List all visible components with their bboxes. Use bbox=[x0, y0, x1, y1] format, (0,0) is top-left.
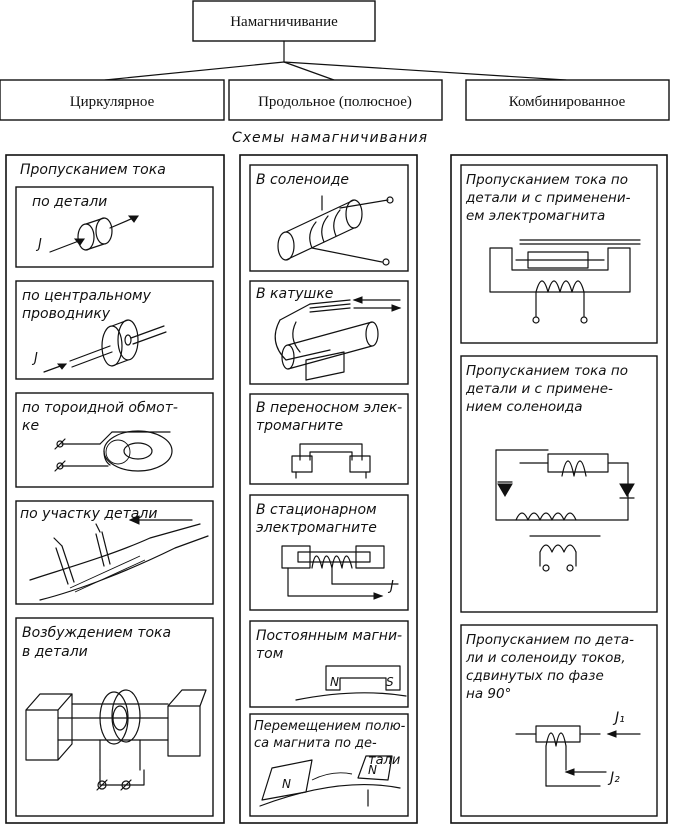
core-with-ring-icon bbox=[25, 689, 207, 791]
column-circular bbox=[5, 154, 225, 824]
svg-text:Перемещением полю-: Перемещением полю- bbox=[254, 719, 406, 734]
svg-text:сдвинутых по фазе: сдвинутых по фазе bbox=[466, 668, 604, 684]
svg-text:В стационарном: В стационарном bbox=[256, 502, 377, 518]
svg-text:ке: ке bbox=[22, 418, 39, 434]
category-combined: Комбинированное bbox=[509, 94, 626, 110]
ring-conductor-icon bbox=[43, 319, 167, 373]
schemes-heading: Схемы намагничивания bbox=[232, 130, 428, 146]
card-moving-pole: Перемещением полю- са магнита по де- тал… bbox=[249, 713, 409, 817]
svg-text:Постоянным магни-: Постоянным магни- bbox=[256, 628, 402, 644]
category-circular: Циркулярное bbox=[70, 94, 155, 110]
svg-text:J: J bbox=[387, 579, 394, 594]
svg-text:В переносном элек-: В переносном элек- bbox=[256, 400, 402, 416]
svg-text:N: N bbox=[368, 763, 377, 777]
svg-text:проводнику: проводнику bbox=[22, 306, 111, 322]
moving-pole-icon: N N bbox=[259, 755, 401, 807]
coil-icon bbox=[274, 296, 402, 381]
toroid-icon bbox=[54, 430, 173, 472]
svg-text:по тороидной обмот-: по тороидной обмот- bbox=[22, 400, 178, 416]
category-longitudinal: Продольное (полюсное) bbox=[258, 94, 412, 110]
column-longitudinal bbox=[239, 154, 418, 824]
svg-text:Пропусканием тока по: Пропусканием тока по bbox=[466, 172, 628, 188]
stationary-magnet-icon bbox=[281, 545, 399, 600]
cylinder-part-icon bbox=[49, 215, 139, 253]
column-combined bbox=[450, 154, 668, 824]
combined-electromagnet-icon bbox=[489, 239, 641, 324]
combined-solenoid-icon bbox=[495, 449, 635, 572]
card-permanent-magnet: Постоянным магни- том N S bbox=[249, 620, 409, 708]
svg-text:по центральному: по центральному bbox=[22, 288, 152, 304]
svg-text:том: том bbox=[256, 646, 284, 662]
svg-text:S: S bbox=[386, 675, 394, 689]
phase-shift-icon bbox=[515, 725, 641, 787]
solenoid-icon bbox=[277, 195, 394, 266]
svg-text:детали и с примене-: детали и с примене- bbox=[465, 381, 613, 397]
svg-text:J₂: J₂ bbox=[607, 770, 620, 786]
root-box bbox=[192, 0, 376, 42]
svg-text:на 90°: на 90° bbox=[466, 686, 511, 702]
category-box-combined bbox=[465, 79, 670, 121]
svg-text:Пропусканием по дета-: Пропусканием по дета- bbox=[466, 632, 634, 648]
svg-text:детали и с применени-: детали и с применени- bbox=[465, 190, 631, 206]
permanent-magnet-icon: N S bbox=[295, 665, 407, 701]
circular-group-title: Пропусканием тока bbox=[20, 162, 166, 178]
svg-text:электромагните: электромагните bbox=[256, 520, 377, 536]
card-coil: В катушке bbox=[249, 280, 409, 385]
svg-text:нием соленоида: нием соленоида bbox=[466, 399, 582, 415]
yoke-icon bbox=[291, 443, 371, 479]
svg-text:Возбуждением тока: Возбуждением тока bbox=[22, 625, 171, 641]
svg-text:по детали: по детали bbox=[32, 194, 107, 210]
card-central-conductor: по центральному проводнику J bbox=[15, 280, 214, 380]
card-phase-shifted-currents: Пропусканием по дета- ли и соленоиду ток… bbox=[460, 624, 658, 817]
connector-lines bbox=[104, 40, 567, 81]
card-induced-current: Возбуждением тока в детали bbox=[15, 617, 214, 817]
svg-text:тромагните: тромагните bbox=[256, 418, 343, 434]
svg-text:N: N bbox=[282, 777, 291, 791]
card-stationary-electromagnet: В стационарном электромагните J bbox=[249, 494, 409, 611]
svg-text:Пропусканием тока по: Пропусканием тока по bbox=[466, 363, 628, 379]
card-portable-electromagnet: В переносном элек- тромагните bbox=[249, 393, 409, 485]
svg-text:J: J bbox=[35, 237, 42, 252]
category-box-longitudinal bbox=[228, 79, 443, 121]
root-label: Намагничивание bbox=[230, 14, 338, 30]
category-box-circular bbox=[0, 79, 225, 121]
svg-text:J: J bbox=[31, 351, 38, 366]
svg-text:по участку детали: по участку детали bbox=[20, 506, 157, 522]
svg-text:J₁: J₁ bbox=[612, 710, 625, 726]
svg-text:N: N bbox=[330, 675, 339, 689]
svg-text:са магнита по де-: са магнита по де- bbox=[254, 736, 377, 751]
card-part-section: по участку детали bbox=[15, 500, 214, 605]
svg-text:ли и соленоиду токов,: ли и соленоиду токов, bbox=[465, 650, 626, 666]
svg-text:В катушке: В катушке bbox=[256, 286, 333, 302]
card-solenoid: В соленоиде bbox=[249, 164, 409, 272]
card-toroidal-winding: по тороидной обмот- ке bbox=[15, 392, 214, 488]
prods-icon bbox=[29, 515, 209, 601]
svg-text:ем электромагнита: ем электромагнита bbox=[466, 208, 605, 224]
svg-text:В соленоиде: В соленоиде bbox=[256, 172, 349, 188]
card-combined-electromagnet: Пропусканием тока по детали и с применен… bbox=[460, 164, 658, 344]
svg-text:в детали: в детали bbox=[22, 644, 88, 660]
card-current-through-part: по детали J bbox=[15, 186, 214, 268]
card-combined-solenoid: Пропусканием тока по детали и с примене-… bbox=[460, 355, 658, 613]
